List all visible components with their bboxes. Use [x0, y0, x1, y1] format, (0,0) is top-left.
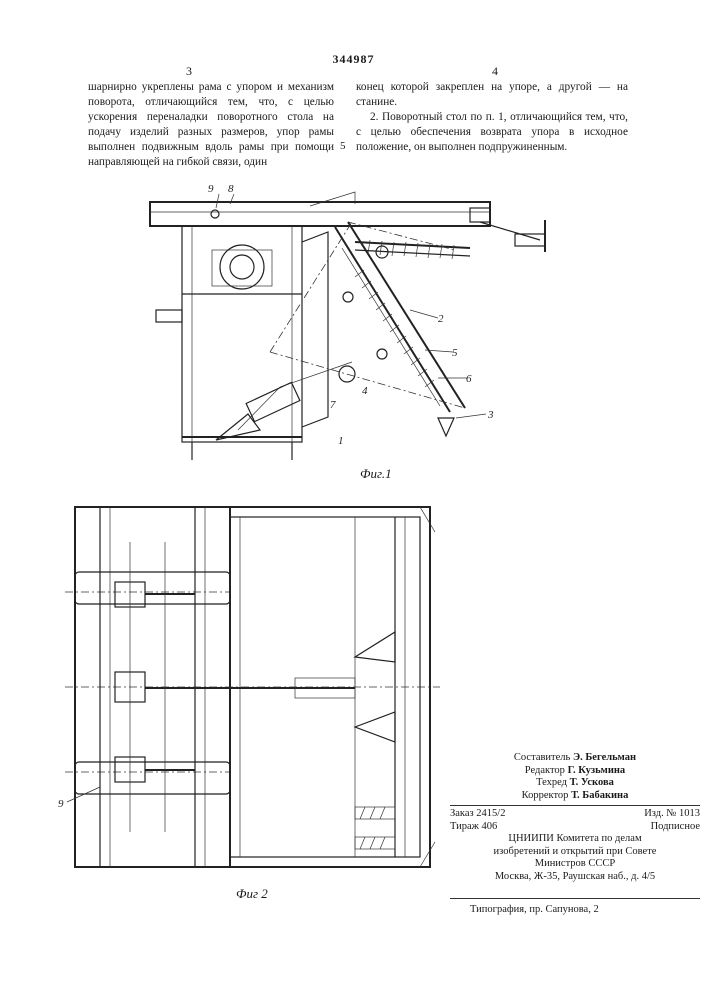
corrector-line: Корректор Т. Бабакина — [450, 790, 700, 803]
fig2-lower-roller — [75, 762, 230, 794]
fig1-callout-2: 2 — [438, 313, 444, 325]
left-column-number: 3 — [186, 64, 192, 79]
fig1-callout-5: 5 — [452, 347, 458, 359]
fig1-stop-3 — [438, 418, 454, 436]
printer-divider — [450, 898, 700, 899]
order-line: Заказ 2415/2 Изд. № 1013 — [450, 808, 700, 821]
claim-1-text: шарнирно укреплены рама с упором и механ… — [88, 80, 334, 170]
printer-line: Типография, пр. Сапунова, 2 — [470, 904, 599, 915]
org-line-3: Министров СССР — [450, 858, 700, 871]
address-line: Москва, Ж-35, Раушская наб., д. 4/5 — [450, 871, 700, 884]
figure-2-drawing: 9 — [55, 502, 440, 882]
fig1-callout-9: 9 — [208, 183, 214, 195]
claim-2-text: 2. Поворотный стол по п. 1, отличающийся… — [356, 110, 628, 155]
fig1-guide-spring — [355, 242, 470, 248]
left-column-text: шарнирно укреплены рама с упором и механ… — [88, 80, 334, 170]
figure-2-label: Фиг 2 — [236, 886, 268, 902]
right-column-number: 4 — [492, 64, 498, 79]
fig1-callout-4: 4 — [362, 385, 368, 397]
fig1-callout-3: 3 — [487, 409, 494, 421]
techeditor-line: Техред Т. Ускова — [450, 777, 700, 790]
fig1-top-table — [150, 202, 490, 226]
org-line-1: ЦНИИПИ Комитета по делам — [450, 833, 700, 846]
circulation-line: Тираж 406 Подписное — [450, 821, 700, 834]
right-column-text: конец которой закреплен на упоре, а друг… — [356, 80, 628, 155]
org-line-2: изобретений и открытий при Совете — [450, 846, 700, 859]
fig1-wheel — [220, 245, 264, 289]
fig2-callout-9: 9 — [58, 798, 64, 810]
fig2-upper-roller — [75, 572, 230, 604]
figure-1-label: Фиг.1 — [360, 466, 392, 482]
claim-1-continuation: конец которой закреплен на упоре, а друг… — [356, 80, 628, 110]
fig1-callout-8: 8 — [228, 183, 234, 195]
fig1-callout-7: 7 — [330, 399, 336, 411]
fig1-machine-frame — [182, 226, 302, 442]
fig1-pivot-9 — [211, 210, 219, 218]
editor-line: Редактор Г. Кузьмина — [450, 765, 700, 778]
fig1-callout-6: 6 — [466, 373, 472, 385]
fig1-callout-1: 1 — [338, 435, 344, 447]
imprint-block: Составитель Э. Бегельман Редактор Г. Куз… — [450, 752, 700, 883]
patent-number: 344987 — [0, 52, 707, 67]
figure-1-drawing: 9 8 2 5 6 3 4 7 1 — [120, 182, 570, 482]
line-number-marker: 5 — [340, 140, 346, 152]
compiler-line: Составитель Э. Бегельман — [450, 752, 700, 765]
